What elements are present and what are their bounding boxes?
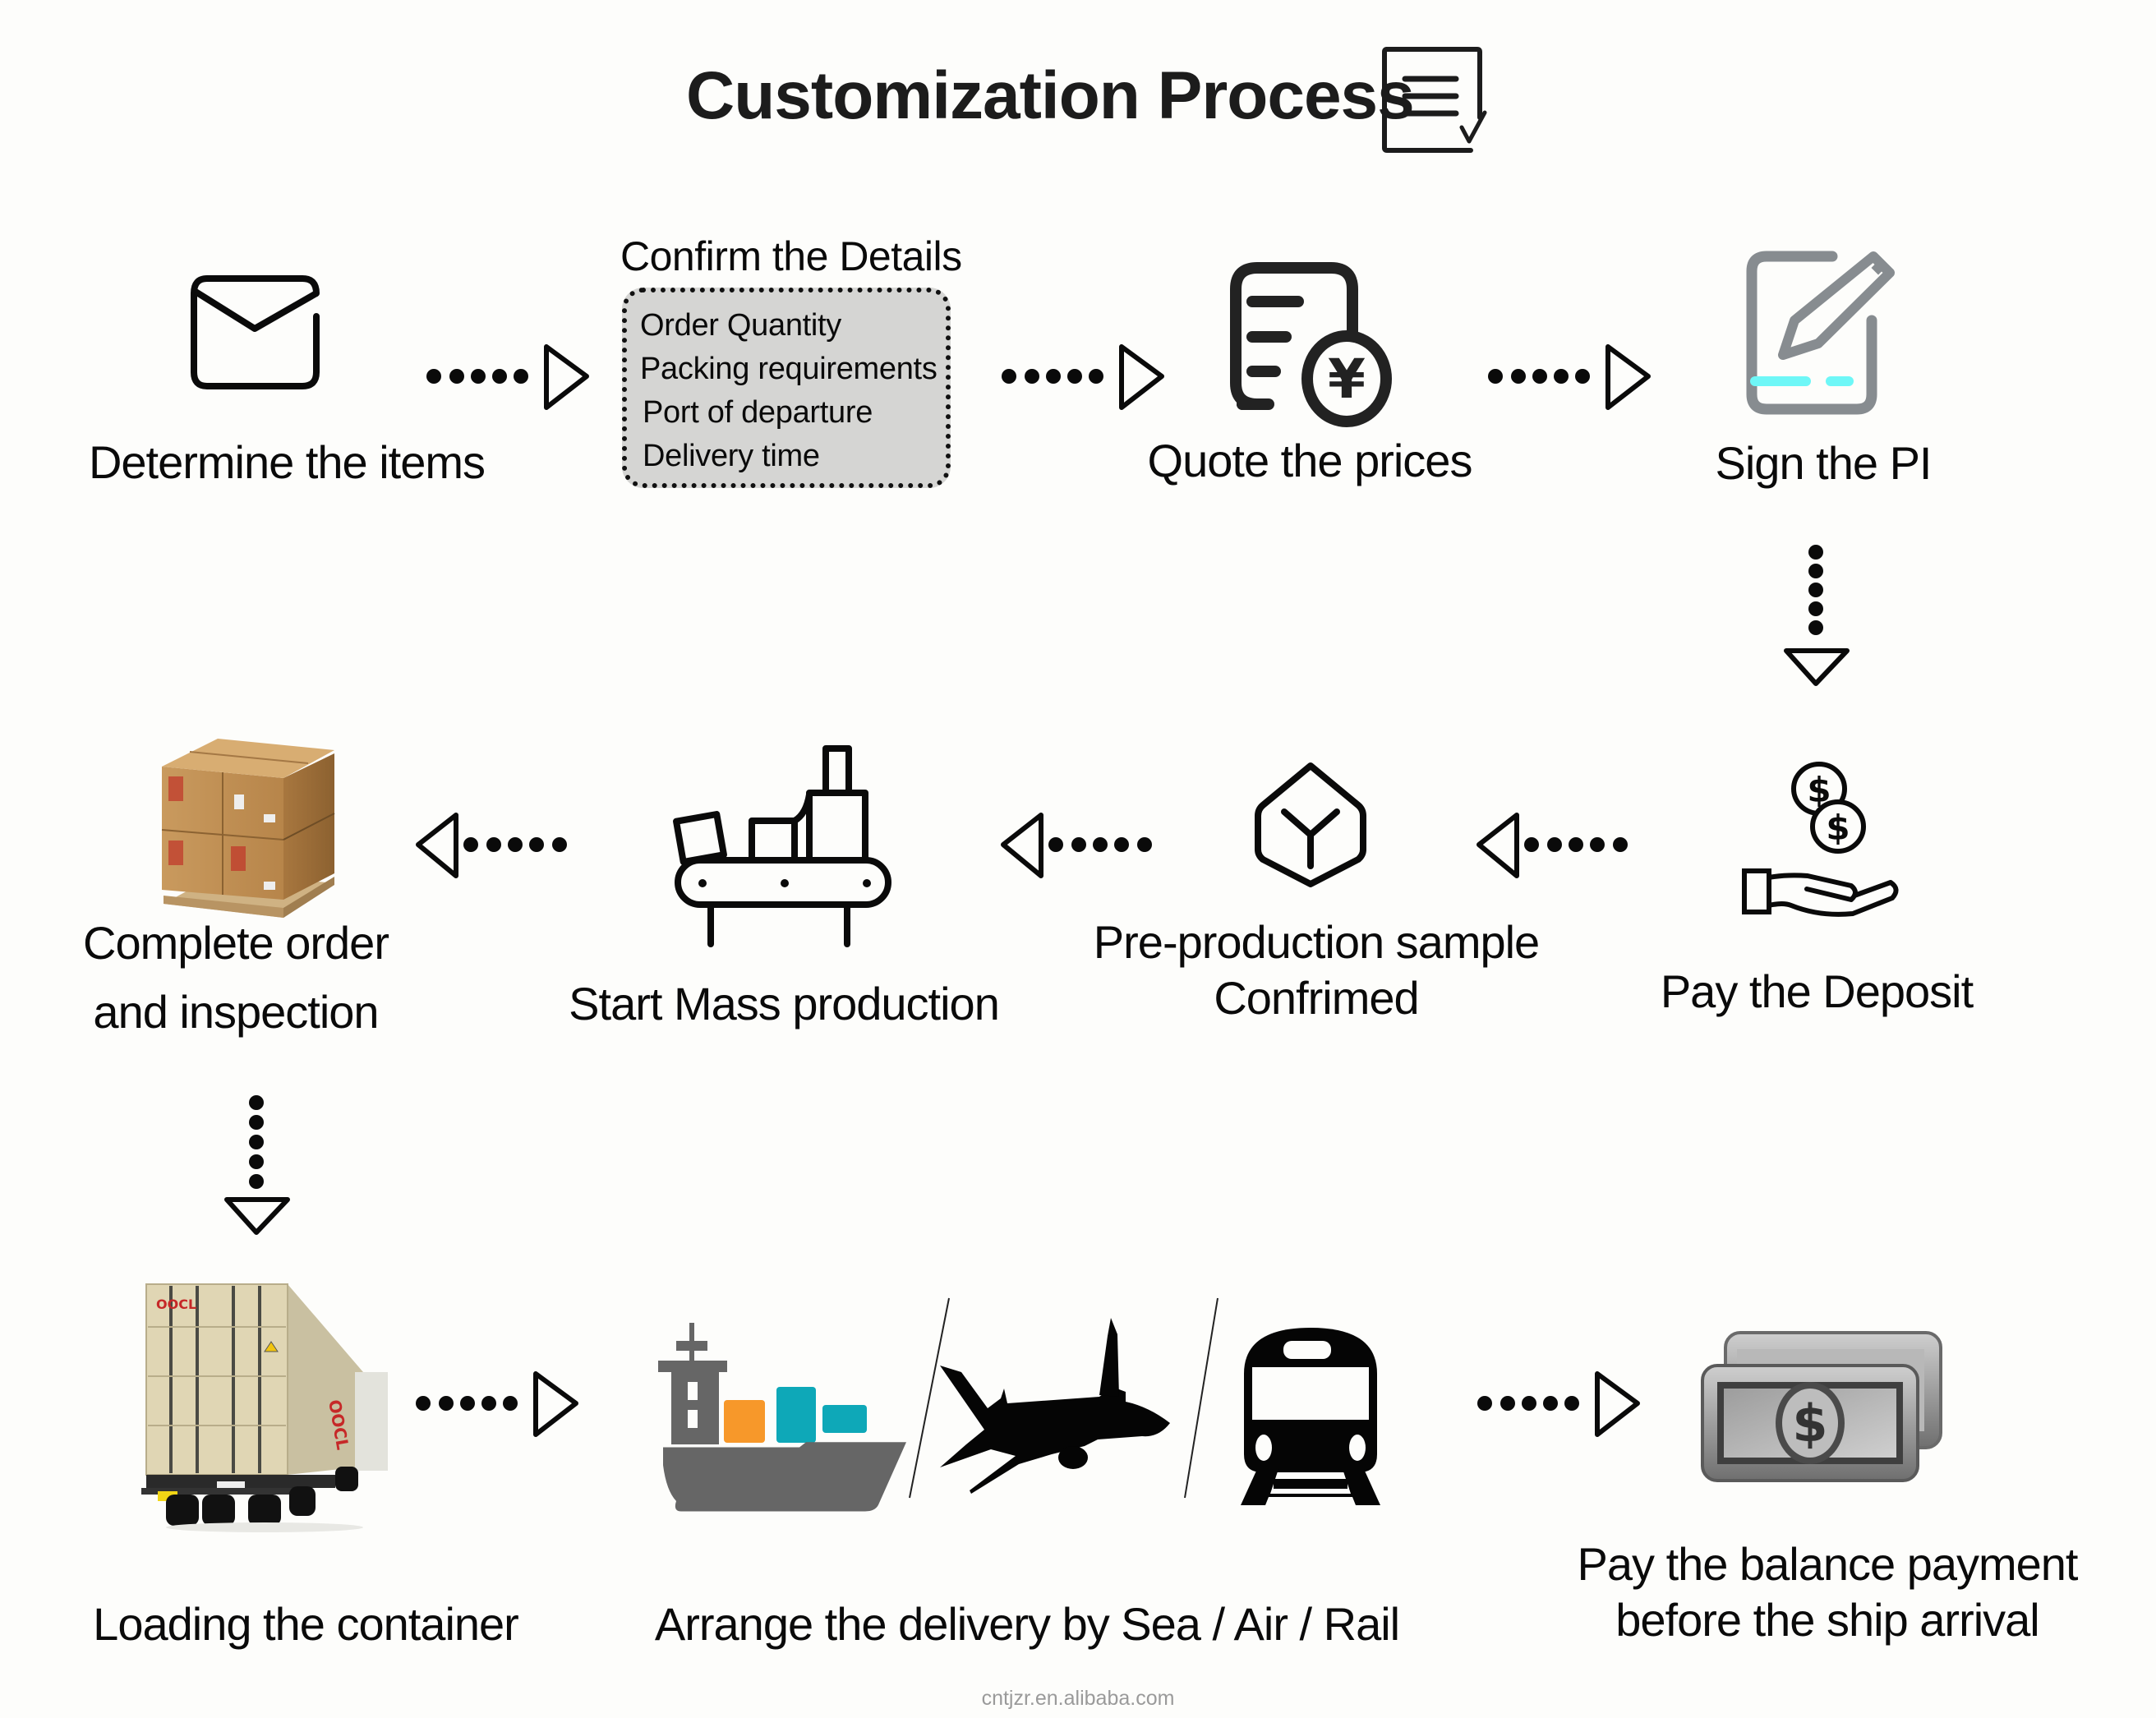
envelope-icon xyxy=(191,275,320,389)
yen-invoice-icon: ¥ xyxy=(1230,262,1392,427)
cube-icon xyxy=(1255,762,1366,887)
detail-item: Packing requirements xyxy=(640,352,937,386)
banknotes-icon: $ xyxy=(1701,1331,1942,1482)
label-line: Pay the balance payment xyxy=(1577,1538,2079,1590)
conveyor-belt-icon xyxy=(673,745,891,947)
step-label-loading-container: Loading the container xyxy=(93,1598,519,1650)
svg-text:$: $ xyxy=(1792,1393,1827,1453)
label-line: before the ship arrival xyxy=(1615,1594,2040,1646)
step-label-sign-pi: Sign the PI xyxy=(1715,437,1933,489)
dotted-arrow-right xyxy=(426,344,589,410)
dotted-arrow-right xyxy=(1488,344,1651,410)
dotted-arrow-down xyxy=(1784,545,1850,686)
page-title: Customization Process xyxy=(686,58,1415,133)
step-label-determine-items: Determine the items xyxy=(88,436,486,488)
svg-text:$: $ xyxy=(1826,808,1850,848)
detail-item: Port of departure xyxy=(643,395,873,430)
container-truck-image: OOCL OOCL xyxy=(141,1283,388,1532)
step-label-preproduction-sample: Pre-production sample Confrimed xyxy=(1093,914,1540,1026)
detail-item: Order Quantity xyxy=(640,308,842,343)
dotted-arrow-right xyxy=(1002,344,1164,410)
divider-slash xyxy=(1184,1297,1219,1499)
step-label-confirm-details: Confirm the Details xyxy=(620,233,962,279)
checklist-document-icon xyxy=(1382,47,1487,153)
train-icon xyxy=(1241,1328,1380,1505)
step-label-mass-production: Start Mass production xyxy=(569,978,1000,1029)
airplane-icon xyxy=(940,1318,1170,1494)
hand-coins-icon: $ $ xyxy=(1742,762,1899,917)
dotted-arrow-left xyxy=(416,813,567,878)
step-label-pay-balance: Pay the balance payment before the ship … xyxy=(1577,1536,2079,1648)
pallet-boxes-image xyxy=(161,739,335,918)
watermark: cntjzr.en.alibaba.com xyxy=(981,1687,1175,1710)
cargo-ship-icon xyxy=(658,1323,906,1512)
dotted-arrow-left xyxy=(1001,813,1152,878)
step-label-complete-order: Complete order and inspection xyxy=(83,915,389,1040)
divider-slash xyxy=(909,1297,950,1499)
dotted-arrow-right xyxy=(416,1371,578,1437)
svg-text:¥: ¥ xyxy=(1328,348,1366,411)
label-line: Complete order xyxy=(83,917,389,969)
sign-document-pencil-icon xyxy=(1746,251,1895,415)
detail-item: Delivery time xyxy=(643,439,820,473)
details-box: Order Quantity Packing requirements Port… xyxy=(622,288,951,488)
dotted-arrow-left xyxy=(1476,813,1628,878)
dotted-arrow-right xyxy=(1477,1371,1640,1437)
step-label-quote-prices: Quote the prices xyxy=(1147,435,1473,486)
step-label-arrange-delivery: Arrange the delivery by Sea / Air / Rail xyxy=(654,1598,1400,1650)
svg-text:OOCL: OOCL xyxy=(156,1297,196,1312)
dotted-arrow-down xyxy=(224,1095,290,1235)
label-line: Confrimed xyxy=(1214,972,1419,1024)
step-label-pay-deposit: Pay the Deposit xyxy=(1660,965,1974,1017)
label-line: and inspection xyxy=(93,986,379,1038)
label-line: Pre-production sample xyxy=(1093,916,1540,968)
